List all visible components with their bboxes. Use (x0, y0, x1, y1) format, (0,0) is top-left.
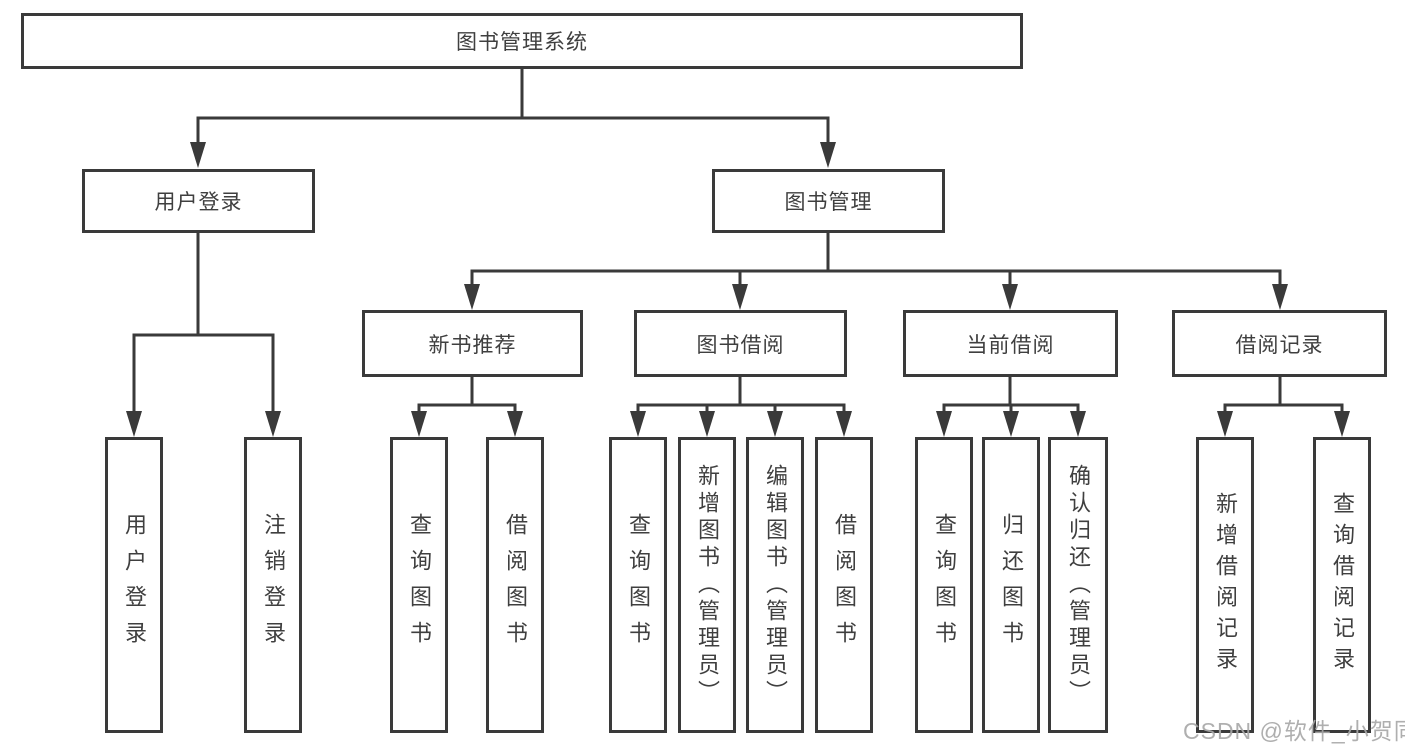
node-new-book-recommend: 新书推荐 (362, 310, 583, 377)
node-book-management: 图书管理 (712, 169, 945, 233)
node-leaf-borrow-books-1: 借阅图书 (486, 437, 544, 733)
node-system-root: 图书管理系统 (21, 13, 1023, 69)
node-label: 借阅图书 (832, 513, 857, 657)
node-label: 图书管理 (784, 191, 873, 214)
node-leaf-confirm-return-admin: 确认归还（管理员） (1048, 437, 1108, 733)
node-label: 借阅图书 (503, 513, 528, 657)
node-borrowing-records: 借阅记录 (1172, 310, 1387, 377)
node-book-borrowing: 图书借阅 (634, 310, 847, 377)
node-label: 新增借阅记录 (1213, 492, 1238, 678)
node-label: 借阅记录 (1235, 333, 1324, 357)
node-label: 用户登录 (122, 513, 147, 657)
node-leaf-add-borrow-record: 新增借阅记录 (1196, 437, 1254, 733)
node-label: 图书管理系统 (456, 31, 588, 54)
node-label: 查询图书 (626, 513, 651, 657)
node-leaf-return-books: 归还图书 (982, 437, 1040, 733)
node-leaf-edit-books-admin: 编辑图书（管理员） (746, 437, 804, 733)
node-label: 新增图书（管理员） (695, 463, 720, 707)
csdn-watermark: CSDN @软件_小贺同学 (1183, 718, 1405, 744)
node-user-login: 用户登录 (82, 169, 315, 233)
node-current-borrowing: 当前借阅 (903, 310, 1118, 377)
node-label: 用户登录 (154, 191, 243, 214)
node-leaf-add-books-admin: 新增图书（管理员） (678, 437, 736, 733)
node-label: 确认归还（管理员） (1066, 463, 1091, 707)
node-leaf-borrow-books-2: 借阅图书 (815, 437, 873, 733)
node-label: 查询图书 (932, 513, 957, 657)
node-leaf-user-login: 用户登录 (105, 437, 163, 733)
node-leaf-logout: 注销登录 (244, 437, 302, 733)
node-label: 编辑图书（管理员） (763, 463, 788, 707)
node-label: 当前借阅 (966, 333, 1055, 357)
node-leaf-query-borrow-record: 查询借阅记录 (1313, 437, 1371, 733)
node-label: 注销登录 (261, 513, 286, 657)
node-label: 查询图书 (407, 513, 432, 657)
node-label: 归还图书 (999, 513, 1024, 657)
node-leaf-query-books-2: 查询图书 (609, 437, 667, 733)
node-label: 查询借阅记录 (1330, 492, 1355, 678)
node-leaf-query-books-3: 查询图书 (915, 437, 973, 733)
node-label: 图书借阅 (696, 333, 785, 357)
node-label: 新书推荐 (428, 333, 517, 357)
node-leaf-query-books-1: 查询图书 (390, 437, 448, 733)
